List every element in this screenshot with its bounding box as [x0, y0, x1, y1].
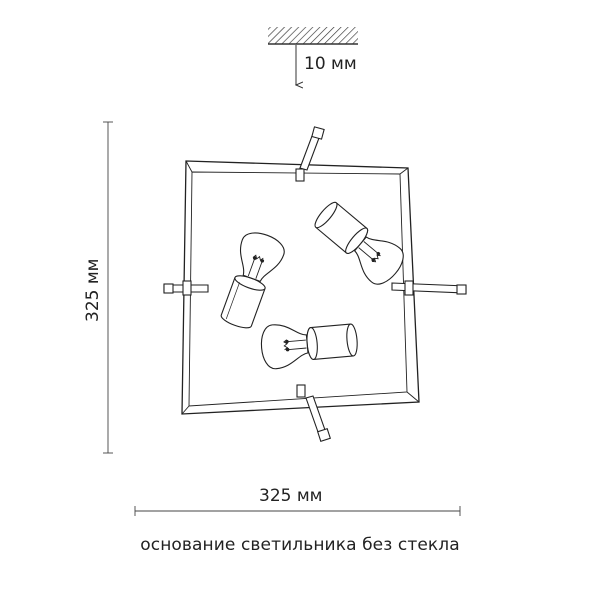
top-glass-clip [295, 126, 325, 182]
ceiling-mount-symbol [268, 27, 358, 45]
mount-offset-label: 10 мм [304, 54, 357, 74]
right-glass-clip [391, 280, 467, 296]
base-plate [181, 160, 420, 415]
height-dimension-label: 325 мм [83, 258, 103, 322]
drawing-caption: основание светильника без стекла [140, 535, 460, 555]
height-dimension-line [103, 121, 113, 454]
lamp-holder-bottom [260, 323, 358, 370]
left-glass-clip [163, 280, 209, 296]
bottom-glass-clip [296, 384, 331, 442]
lamp-holder-top-right [314, 201, 404, 285]
lamp-holder-left [220, 232, 285, 329]
width-dimension-line [134, 506, 461, 516]
width-dimension-label: 325 мм [259, 486, 323, 506]
